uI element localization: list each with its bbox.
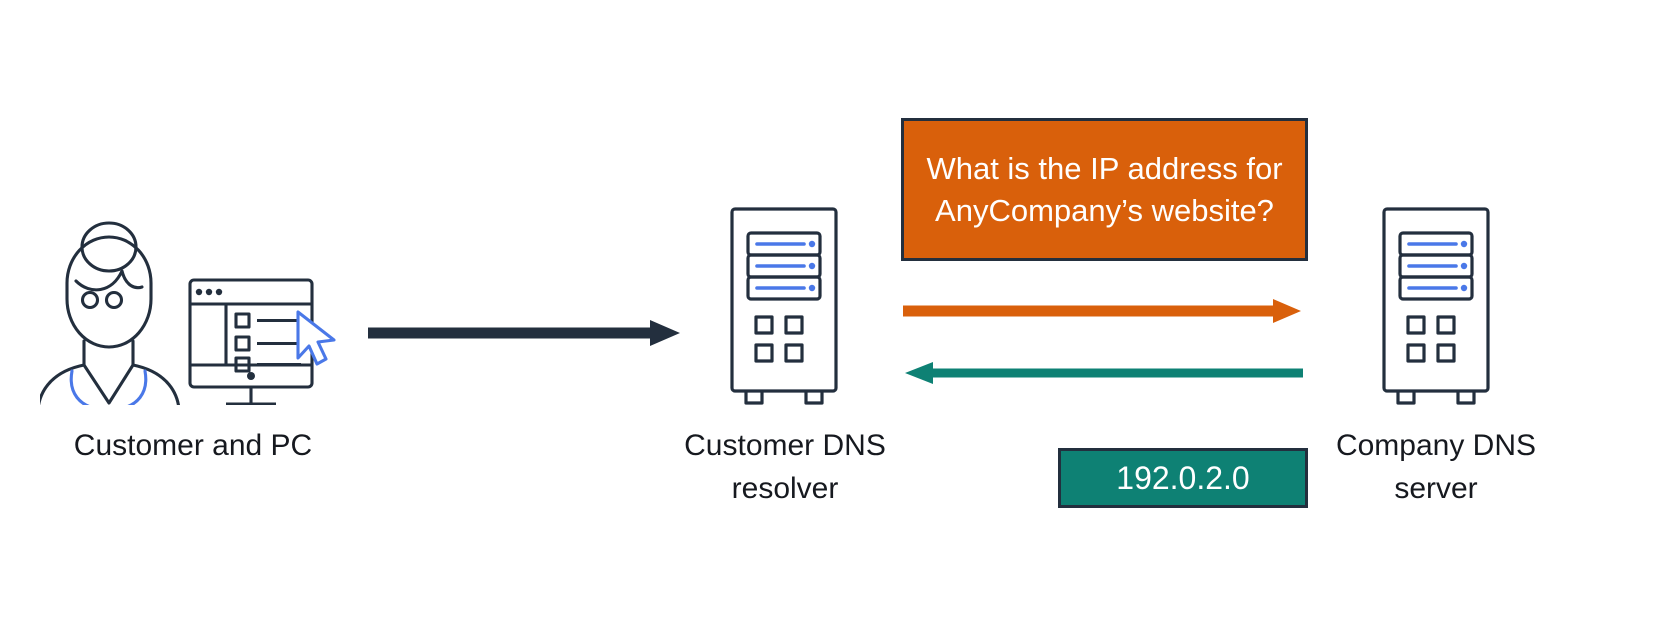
message-answer-text: 192.0.2.0 — [1116, 459, 1250, 496]
checklist-rows-icon — [234, 312, 301, 373]
arrow-server-to-resolver-response — [905, 362, 1303, 384]
customer-and-pc-icon — [36, 221, 336, 501]
label-company-dns-server: Company DNS server — [1335, 429, 1537, 505]
drive-led-icon — [808, 240, 816, 292]
window-dots-icon — [195, 288, 255, 380]
cursor-icon — [296, 310, 336, 366]
server-tower-icon — [730, 207, 838, 405]
label-customer-dns-resolver: Customer DNS resolver — [684, 429, 886, 505]
arrow-pc-to-resolver — [368, 320, 680, 346]
drive-activity-lines-icon — [1407, 242, 1458, 290]
server-tower-icon — [1382, 207, 1490, 405]
node-company-dns-server — [1380, 205, 1492, 410]
message-box-query: What is the IP address for AnyCompany’s … — [901, 118, 1308, 261]
drive-led-icon — [1460, 240, 1468, 292]
node-customer-dns-resolver — [728, 205, 840, 410]
arrow-resolver-to-server-query — [903, 299, 1301, 323]
message-query-text: What is the IP address for AnyCompany’s … — [926, 150, 1283, 228]
label-customer-pc: Customer and PC — [73, 429, 313, 462]
node-customer-pc — [36, 195, 340, 501]
drive-activity-lines-icon — [755, 242, 806, 290]
message-box-answer: 192.0.2.0 — [1058, 448, 1308, 508]
